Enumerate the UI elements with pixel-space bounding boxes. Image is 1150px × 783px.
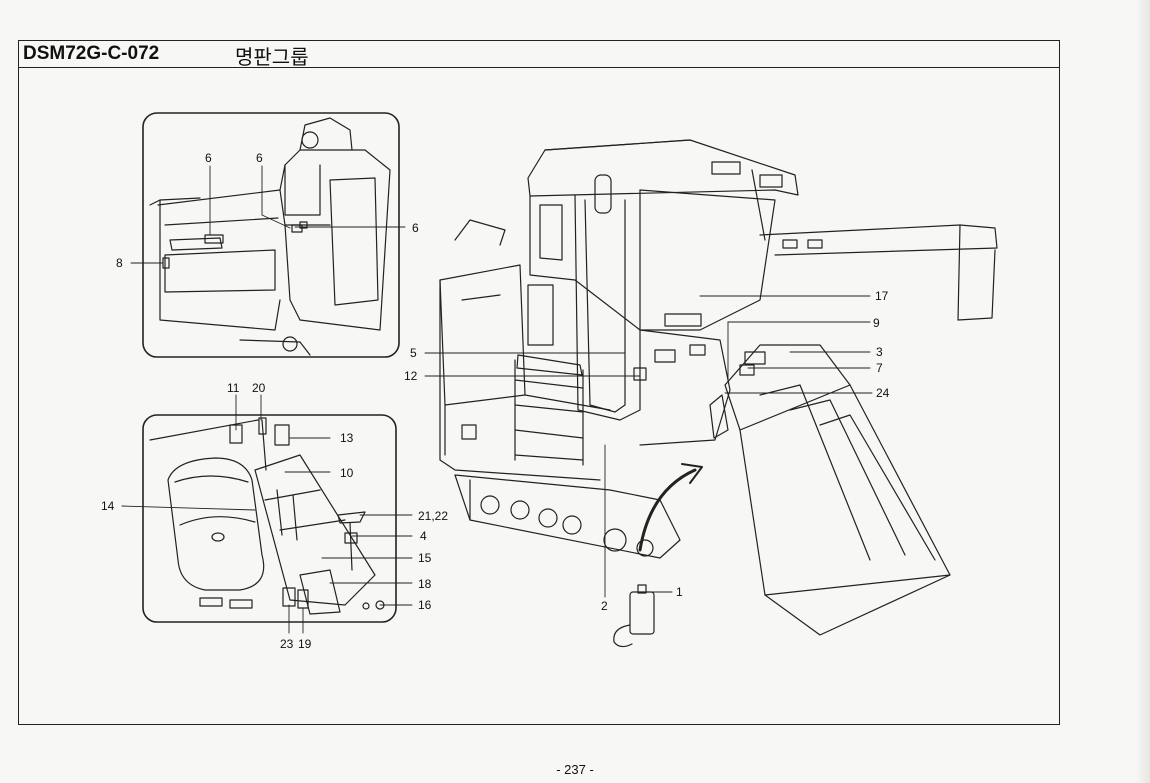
callout-13: 13 [340,431,354,445]
callout-15: 15 [418,551,432,565]
callout-21-22: 21,22 [418,509,448,523]
callout-24: 24 [876,386,890,400]
callout-23: 23 [280,637,294,651]
callout-10: 10 [340,466,354,480]
scan-shadow [1136,0,1150,783]
inset-operator-station [142,414,397,623]
callout-17: 17 [875,289,889,303]
inset-rear-view [142,112,400,358]
callout-12: 12 [404,369,418,383]
callout-14: 14 [101,499,115,513]
callout-6-left: 6 [205,151,212,165]
callout-3: 3 [876,345,883,359]
callout-5: 5 [410,346,417,360]
callout-11: 11 [227,381,240,395]
callout-4: 4 [420,529,427,543]
callout-18: 18 [418,577,432,591]
callout-6-middle: 6 [256,151,263,165]
callout-2: 2 [601,599,608,613]
callout-7: 7 [876,361,883,375]
page-title: 명판그룹 [235,45,309,69]
callout-20: 20 [252,381,266,395]
page-header: DSM72G-C-072 명판그룹 [19,41,1059,69]
page-frame: DSM72G-C-072 명판그룹 [18,40,1060,725]
callout-9: 9 [873,316,880,330]
page-number: - 237 - [556,762,594,777]
main-machine [439,139,998,648]
callout-16: 16 [418,598,432,612]
leader-lines [121,165,873,634]
document-code: DSM72G-C-072 [23,43,160,64]
callout-8: 8 [116,256,123,270]
callout-1: 1 [676,585,683,599]
callout-19: 19 [298,637,312,651]
callout-6-right: 6 [412,221,419,235]
